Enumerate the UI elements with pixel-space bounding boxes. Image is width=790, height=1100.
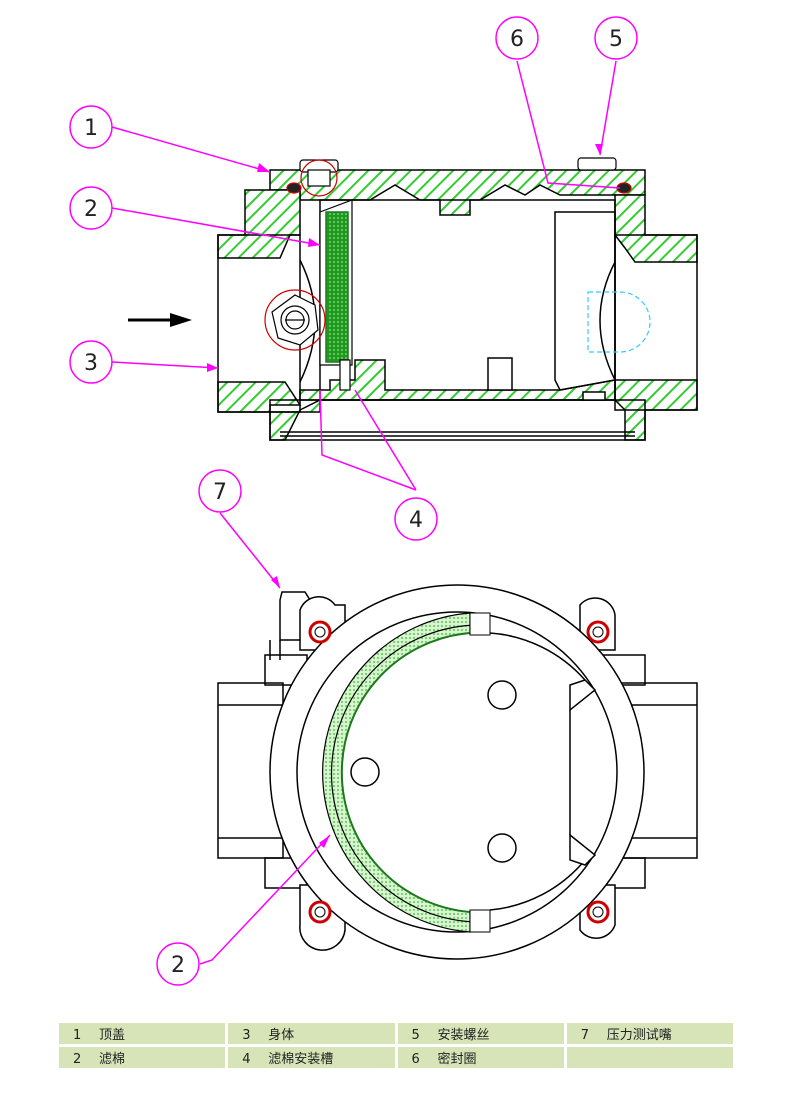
- plan-view: [217, 584, 698, 960]
- section-view: [217, 169, 698, 441]
- filter-element-section: [319, 199, 353, 391]
- valve-technical-drawing: 1 2 3 4 6 5 7 2: [69, 16, 698, 986]
- mounting-holes: [308, 620, 610, 924]
- arrow-right-icon: [128, 313, 192, 327]
- filter-element-plan: [322, 612, 491, 933]
- body-right-wall: [554, 211, 616, 391]
- callout-2-plan: 2: [171, 953, 185, 978]
- callout-5: 5: [609, 27, 623, 52]
- callout-2: 2: [84, 197, 98, 222]
- body-right-upper: [614, 194, 698, 263]
- mounting-screws-section: [286, 157, 632, 197]
- legend-cell: [566, 1047, 733, 1068]
- leader-arrowheads: [207, 144, 603, 848]
- bottom-plate: [269, 399, 646, 441]
- inner-cage: [350, 632, 597, 911]
- callout-3: 3: [84, 351, 98, 376]
- callout-4: 4: [409, 508, 423, 533]
- body-left-upper: [217, 189, 301, 259]
- plug-nut: [264, 289, 326, 351]
- leader-lines: [111, 60, 621, 965]
- pressure-nozzle-hidden: [587, 291, 651, 353]
- callout-7: 7: [213, 480, 227, 505]
- callout-6: 6: [510, 27, 524, 52]
- callout-1: 1: [84, 116, 98, 141]
